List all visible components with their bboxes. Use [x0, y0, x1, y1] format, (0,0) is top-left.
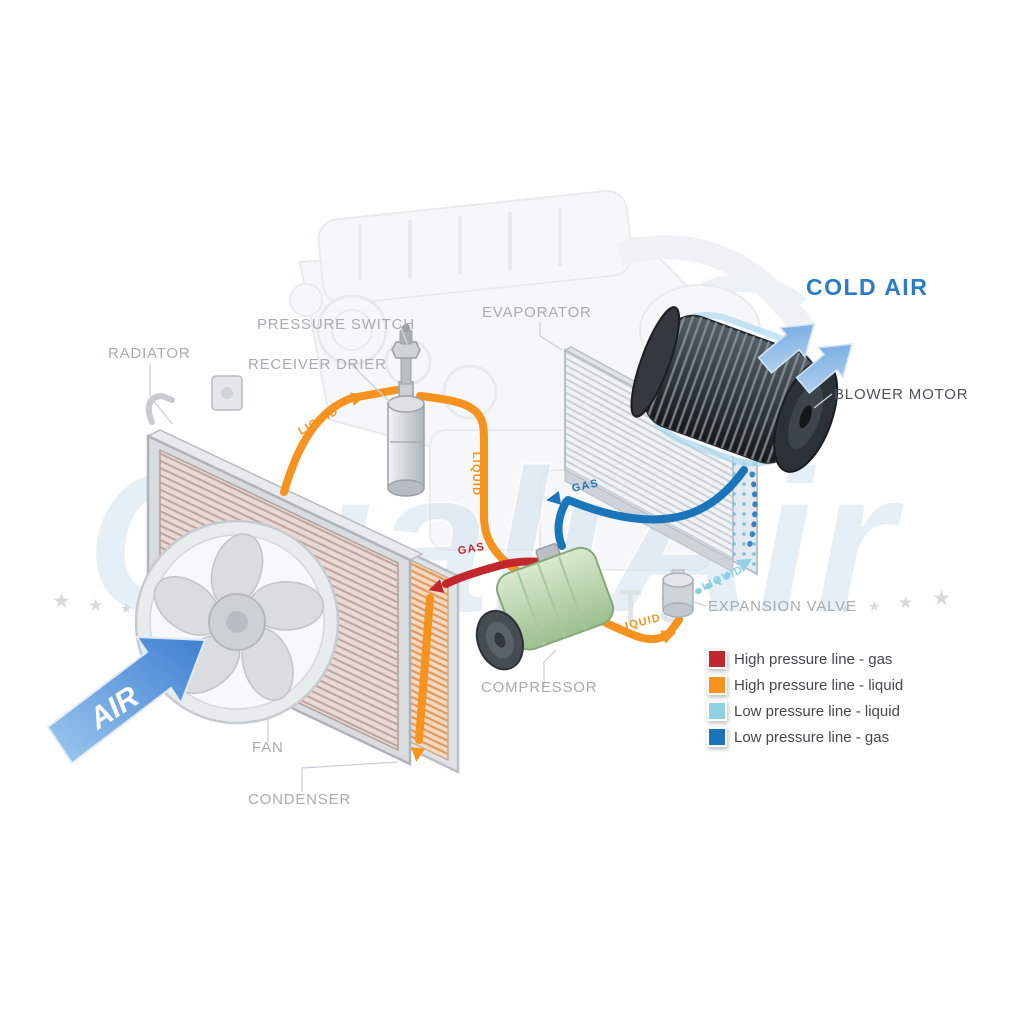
legend-swatch-low-gas — [707, 727, 727, 747]
star-icon: ★ — [932, 587, 951, 610]
flow-arrow-icon — [350, 392, 366, 406]
flow-arrow-icon — [411, 747, 425, 762]
expansion-valve-graphic — [662, 569, 694, 618]
legend-item: High pressure line - liquid — [707, 675, 903, 695]
gas-flow-label: GAS — [457, 541, 486, 558]
star-icon: ★ — [898, 593, 913, 612]
star-icon: ★ — [868, 598, 881, 614]
cold-air-arrow-icon — [795, 343, 854, 395]
radiator-hook — [145, 392, 175, 425]
legend-label: High pressure line - gas — [734, 651, 892, 668]
flow-arrow-icon — [736, 558, 753, 573]
blower-motor-graphic — [630, 306, 839, 473]
star-icon: ★ — [88, 596, 103, 615]
compressor-label: COMPRESSOR — [481, 679, 597, 696]
pipe-high-pressure-liquid — [280, 386, 400, 496]
legend-item: Low pressure line - gas — [707, 727, 889, 747]
cold-air-arrow-icon — [757, 323, 816, 375]
leader-line — [813, 393, 833, 409]
legend-swatch-high-gas — [707, 649, 727, 669]
pressure-switch-graphic — [391, 324, 421, 385]
receiver-drier-graphic — [387, 381, 425, 497]
legend-label: Low pressure line - gas — [734, 729, 889, 746]
pipe-condenser-outlet — [415, 594, 434, 744]
fan-label: FAN — [252, 739, 284, 756]
cold-air-arrows — [757, 323, 854, 395]
legend-label: Low pressure line - liquid — [734, 703, 900, 720]
radiator-label: RADIATOR — [108, 345, 191, 362]
receiver-drier-label: RECEIVER DRIER — [248, 356, 387, 373]
star-icon: ★ — [840, 602, 851, 616]
compressor-graphic — [475, 543, 615, 671]
flow-arrow-icon — [546, 491, 562, 505]
radiator-bracket-hole — [221, 387, 233, 399]
leader-line — [351, 364, 391, 403]
legend-swatch-low-liquid — [707, 701, 727, 721]
legend-swatch-high-liquid — [707, 675, 727, 695]
condenser-label: CONDENSER — [248, 791, 351, 808]
legend: High pressure line - gas High pressure l… — [707, 649, 903, 747]
leader-line — [149, 364, 173, 425]
leader-line — [399, 323, 408, 345]
leader-line — [543, 649, 557, 686]
pipe-low-pressure-gas — [554, 498, 570, 550]
liquid-flow-label: LIQUID — [470, 452, 482, 496]
gas-flow-label: GAS — [571, 477, 600, 494]
pipe-low-pressure-gas-dotted — [745, 471, 758, 553]
evaporator-label: EVAPORATOR — [482, 304, 592, 321]
leader-line — [693, 601, 707, 607]
blower-motor-label: BLOWER MOTOR — [834, 386, 968, 403]
leader-lines — [149, 322, 833, 792]
leader-line — [301, 761, 399, 792]
legend-item: High pressure line - gas — [707, 649, 892, 669]
pipe-low-pressure-gas — [564, 466, 748, 524]
flow-arrow-icon — [660, 630, 677, 644]
expansion-valve-label: EXPANSION VALVE — [708, 598, 857, 615]
star-icon: ★ — [52, 590, 71, 613]
legend-item: Low pressure line - liquid — [707, 701, 900, 721]
pressure-switch-label: PRESSURE SWITCH — [257, 316, 415, 333]
legend-label: High pressure line - liquid — [734, 677, 903, 694]
cold-air-label: COLD AIR — [806, 274, 928, 300]
flow-arrow-icon — [428, 579, 445, 593]
star-icon: ★ — [120, 600, 133, 616]
leader-line — [539, 322, 563, 351]
component-labels: RADIATOR PRESSURE SWITCH RECEIVER DRIER … — [108, 274, 968, 808]
pipe-high-pressure-liquid — [416, 392, 683, 644]
